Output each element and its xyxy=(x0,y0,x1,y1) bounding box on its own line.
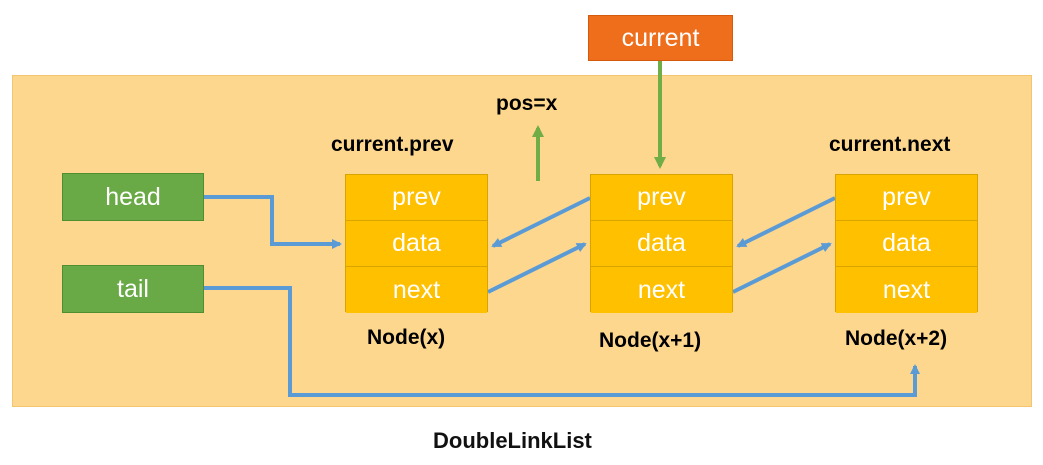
tail-pointer-label: tail xyxy=(117,274,149,303)
head-pointer-box: head xyxy=(62,173,204,221)
tail-pointer-box: tail xyxy=(62,265,204,313)
next-link-1 xyxy=(487,242,587,294)
node-x2-data-field: data xyxy=(836,221,977,267)
current-pointer-box: current xyxy=(588,15,733,61)
node-x2-label: Node(x+2) xyxy=(845,327,948,350)
node-x-label: Node(x) xyxy=(367,326,446,349)
node-x1-data-field: data xyxy=(591,221,732,267)
current-pointer-label: current xyxy=(621,23,700,52)
prev-link-1 xyxy=(491,196,591,248)
node-x1-next-field: next xyxy=(591,267,732,313)
position-label: pos=x xyxy=(496,92,558,115)
next-link-2 xyxy=(732,242,832,294)
current-prev-label: current.prev xyxy=(331,133,454,156)
tail-arrow xyxy=(204,286,920,397)
node-x-plus-2: prev data next xyxy=(835,174,978,313)
node-x2-next-field: next xyxy=(836,267,977,313)
prev-link-2 xyxy=(736,196,836,248)
node-x1-label: Node(x+1) xyxy=(599,329,702,352)
diagram-caption: DoubleLinkList xyxy=(433,428,592,453)
head-arrow xyxy=(204,195,342,249)
node-x-data-field: data xyxy=(346,221,487,267)
current-next-label: current.next xyxy=(829,133,951,156)
node-x1-prev-field: prev xyxy=(591,175,732,221)
node-x-next-field: next xyxy=(346,267,487,313)
head-pointer-label: head xyxy=(105,182,161,211)
node-x: prev data next xyxy=(345,174,488,313)
node-x-prev-field: prev xyxy=(346,175,487,221)
node-x2-prev-field: prev xyxy=(836,175,977,221)
node-x-plus-1: prev data next xyxy=(590,174,733,313)
